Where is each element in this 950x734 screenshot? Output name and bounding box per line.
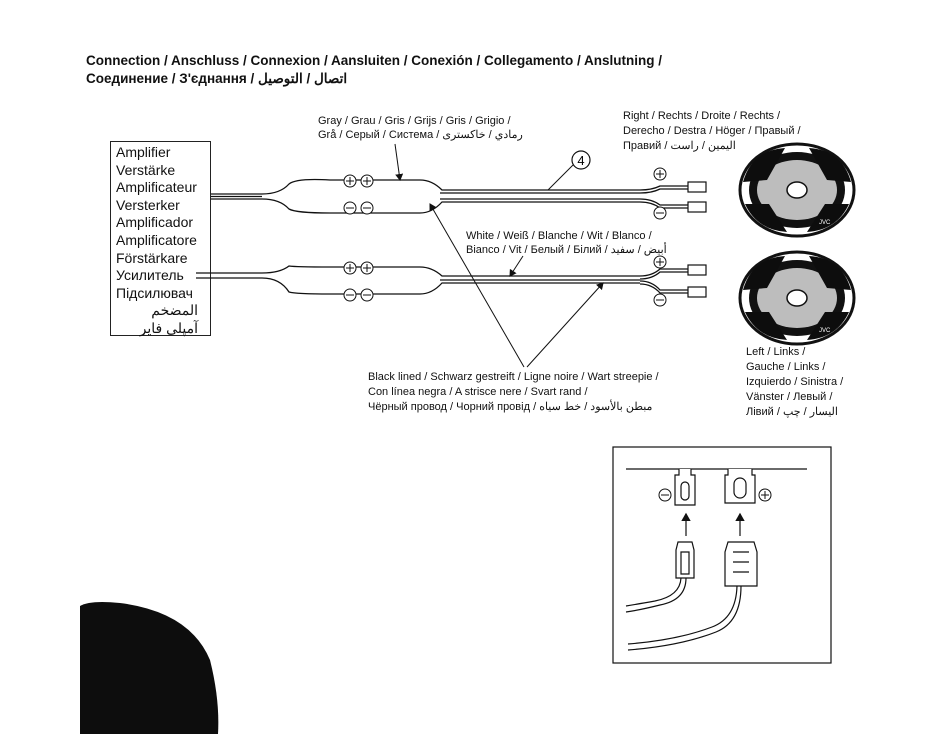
amplifier-label: المضخم	[151, 302, 198, 319]
amplifier-box: Amplifier Verstärke Amplificateur Verste…	[110, 141, 211, 336]
right-speaker-label-line1: Right / Rechts / Droite / Rechts /	[623, 110, 781, 122]
black-lined-label-line1: Black lined / Schwarz gestreift / Ligne …	[368, 371, 659, 383]
right-speaker-label-line3: Правий / اليمين / راست	[623, 140, 736, 152]
amplifier-label: Förstärkare	[116, 249, 188, 266]
minus-icon	[658, 488, 672, 502]
callout-number: 4	[577, 153, 584, 168]
lower-cable	[196, 265, 690, 295]
minus-icon	[653, 293, 667, 307]
amplifier-label: Verstärke	[116, 161, 176, 178]
black-lined-label-line2: Con línea negra / A strisce nere / Svart…	[368, 386, 588, 398]
plus-icon	[758, 488, 772, 502]
terminal-connectors	[687, 181, 707, 298]
callout-4: 4	[547, 150, 591, 191]
plus-icon	[360, 261, 374, 275]
amplifier-label: Усилитель	[116, 267, 184, 284]
amplifier-label: Amplificador	[116, 214, 194, 231]
left-speaker-label-line: Left / Links /	[746, 346, 806, 358]
amplifier-label: Amplificateur	[116, 179, 197, 196]
speaker-brand: JVC	[819, 328, 831, 334]
plus-icon	[343, 261, 357, 275]
right-speaker-image: JVC	[738, 142, 856, 238]
white-wire-label-line2: Bianco / Vit / Белый / Білий / أبيض / سف…	[466, 244, 667, 256]
white-wire-label-line1: White / Weiß / Blanche / Wit / Blanco /	[466, 230, 652, 242]
amplifier-label: آمپلی فایر	[139, 319, 198, 336]
amplifier-label: Amplificatore	[116, 231, 197, 248]
gray-wire-label-line2: Grå / Серый / Система / رمادي / خاکستری	[318, 129, 523, 141]
gray-wire-label-line1: Gray / Grau / Gris / Grijs / Gris / Grig…	[318, 115, 511, 127]
polarity-symbols	[343, 167, 667, 307]
inset-polarity-symbols	[658, 488, 772, 502]
left-speaker-label-line: Vänster / Левый /	[746, 391, 833, 403]
left-speaker-image: JVC	[738, 250, 856, 346]
page-title-line1: Connection / Anschluss / Connexion / Aan…	[86, 53, 663, 68]
left-speaker-label-line: Izquierdo / Sinistra /	[746, 376, 844, 388]
minus-icon	[343, 288, 357, 302]
minus-icon	[343, 201, 357, 215]
minus-icon	[653, 206, 667, 220]
speaker-brand: JVC	[819, 220, 831, 226]
right-speaker-label-line2: Derecho / Destra / Höger / Правый /	[623, 125, 801, 137]
plus-icon	[653, 255, 667, 269]
upper-cable	[211, 178, 690, 214]
page-corner-decoration	[80, 602, 219, 734]
minus-icon	[360, 288, 374, 302]
terminal-detail-inset	[612, 446, 832, 664]
black-lined-label-line3: Чёрный провод / Чорний провід / مبطن بال…	[368, 401, 653, 413]
page-title-line2: Соединение / З'єднання / اتصال / التوصيل	[86, 71, 348, 86]
plus-icon	[653, 167, 667, 181]
plus-icon	[343, 174, 357, 188]
amplifier-label: Versterker	[116, 196, 180, 213]
plus-icon	[360, 174, 374, 188]
amplifier-label: Підсилювач	[116, 284, 193, 301]
amplifier-label: Amplifier	[116, 144, 171, 160]
minus-icon	[360, 201, 374, 215]
left-speaker-label-line: Gauche / Links /	[746, 361, 826, 373]
leader-lines	[394, 143, 604, 368]
left-speaker-label-line: Лівий / اليسار / چپ	[746, 406, 838, 418]
